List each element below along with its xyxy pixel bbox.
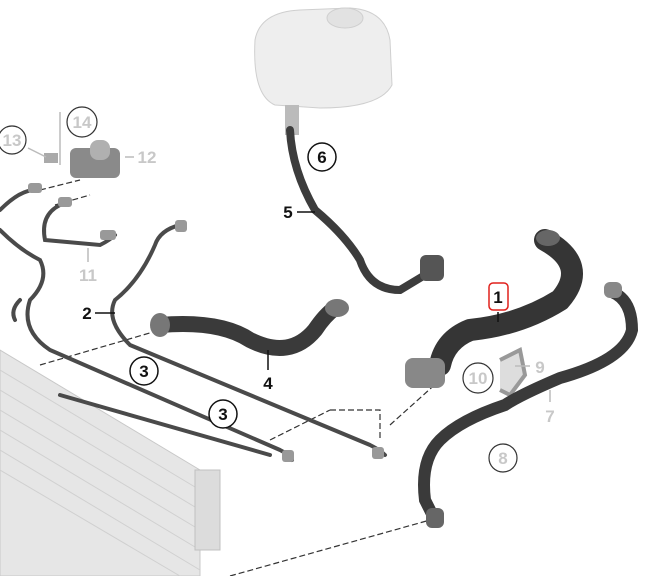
label-8[interactable]: 8: [498, 449, 507, 468]
radiator: [0, 349, 221, 576]
leader-lines-gray: [27, 112, 551, 402]
label-10[interactable]: 10: [469, 369, 488, 388]
leader-lines: [95, 211, 499, 370]
hose-1: [429, 229, 583, 376]
expansion-tank: [254, 7, 393, 135]
label-7[interactable]: 7: [545, 407, 554, 426]
label-4[interactable]: 4: [263, 374, 273, 393]
label-3a[interactable]: 3: [139, 362, 148, 381]
label-13[interactable]: 13: [3, 131, 22, 150]
label-14[interactable]: 14: [73, 113, 92, 132]
label-6[interactable]: 6: [317, 148, 326, 167]
label-5[interactable]: 5: [283, 203, 292, 222]
hose-4: [152, 300, 343, 356]
pipe-fittings: [28, 183, 384, 462]
hose-5: [286, 126, 429, 295]
hose-7: [418, 286, 639, 526]
label-9[interactable]: 9: [535, 358, 544, 377]
label-1-highlighted[interactable]: 1: [493, 288, 502, 307]
label-2[interactable]: 2: [82, 304, 91, 323]
hose-5-connector: [420, 255, 444, 281]
hose-1-connector: [405, 358, 445, 388]
part-labels: 6 5 2 3 3 4 1 10 9 7 8 11 12 13 14: [0, 106, 555, 473]
label-11[interactable]: 11: [79, 266, 97, 285]
valve-assembly: [44, 140, 120, 178]
bracket-9: [499, 347, 528, 398]
label-3b[interactable]: 3: [218, 405, 227, 424]
hose-4-end: [150, 313, 170, 337]
label-12[interactable]: 12: [138, 148, 157, 167]
